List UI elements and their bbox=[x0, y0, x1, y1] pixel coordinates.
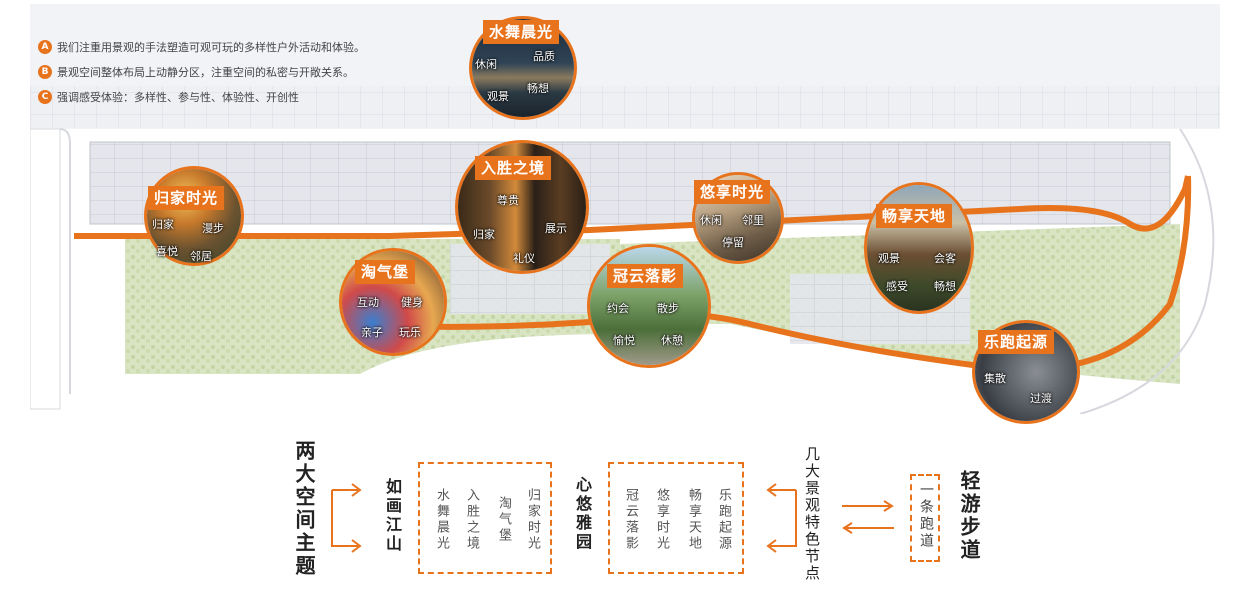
node-keyword: 观景 bbox=[487, 90, 509, 103]
theme-a-box bbox=[418, 462, 552, 574]
theme-a-item: 归家时光 bbox=[525, 488, 540, 552]
node-title: 水舞晨光 bbox=[483, 20, 560, 44]
letter-a-badge: A bbox=[38, 40, 52, 54]
track-box bbox=[910, 474, 940, 562]
node-title: 畅享天地 bbox=[876, 204, 953, 228]
node-keyword: 漫步 bbox=[202, 222, 224, 235]
theme-b-item: 畅享天地 bbox=[686, 488, 701, 552]
main-theme-label: 两大空间主题 bbox=[292, 440, 316, 578]
node-keyword: 休闲 bbox=[475, 58, 497, 71]
node-keyword: 品质 bbox=[533, 50, 555, 63]
node-keyword: 归家 bbox=[152, 218, 174, 231]
intro-text-a: 我们注重用景观的手法塑造可观可玩的多样性户外活动和体验。 bbox=[57, 41, 365, 54]
node-title: 冠云落影 bbox=[607, 264, 684, 288]
node-keyword: 展示 bbox=[545, 222, 567, 235]
node-keyword: 会客 bbox=[934, 252, 956, 265]
letter-c-badge: C bbox=[38, 90, 52, 104]
intro-text-c: 强调感受体验：多样性、参与性、体验性、开创性 bbox=[57, 91, 299, 104]
node-keyword: 互动 bbox=[357, 296, 379, 309]
node-keyword: 感受 bbox=[886, 280, 908, 293]
intro-text-b: 景观空间整体布局上动静分区，注重空间的私密与开敞关系。 bbox=[57, 66, 354, 79]
node-keyword: 畅想 bbox=[934, 280, 956, 293]
track-link-arrows bbox=[842, 500, 894, 534]
node-photo bbox=[144, 166, 244, 266]
intro-line-c: C 强调感受体验：多样性、参与性、体验性、开创性 bbox=[38, 89, 299, 105]
node-keyword: 畅想 bbox=[527, 82, 549, 95]
theme-a-item: 水舞晨光 bbox=[434, 488, 449, 552]
letter-b-badge: B bbox=[38, 65, 52, 79]
node-keyword: 邻里 bbox=[742, 214, 764, 227]
node-keyword: 愉悦 bbox=[613, 334, 635, 347]
node-title: 淘气堡 bbox=[355, 260, 416, 284]
intro-line-b: B 景观空间整体布局上动静分区，注重空间的私密与开敞关系。 bbox=[38, 64, 354, 80]
node-title: 入胜之境 bbox=[475, 156, 552, 180]
node-title: 悠享时光 bbox=[694, 180, 771, 204]
node-keyword: 健身 bbox=[401, 296, 423, 309]
theme-b-item: 悠享时光 bbox=[654, 488, 669, 552]
node-photo bbox=[864, 182, 974, 314]
theme-b-item: 冠云落影 bbox=[623, 488, 638, 552]
node-keyword: 礼仪 bbox=[513, 252, 535, 265]
node-keyword: 归家 bbox=[473, 228, 495, 241]
nodes-label: 几大景观特色节点 bbox=[803, 446, 821, 582]
node-keyword: 邻居 bbox=[190, 250, 212, 263]
node-title: 归家时光 bbox=[148, 186, 225, 210]
theme-a-item: 淘气堡 bbox=[496, 496, 511, 544]
theme-b-item: 乐跑起源 bbox=[716, 488, 731, 552]
node-keyword: 散步 bbox=[657, 302, 679, 315]
node-keyword: 过渡 bbox=[1030, 392, 1052, 405]
track-item: 一条跑道 bbox=[918, 482, 934, 550]
node-keyword: 观景 bbox=[878, 252, 900, 265]
node-keyword: 喜悦 bbox=[156, 245, 178, 258]
node-keyword: 休憩 bbox=[661, 334, 683, 347]
node-title: 乐跑起源 bbox=[978, 330, 1055, 354]
node-keyword: 约会 bbox=[607, 302, 629, 315]
theme-b-label: 心悠雅园 bbox=[573, 476, 592, 552]
track-label: 轻游步道 bbox=[957, 470, 981, 562]
node-keyword: 休闲 bbox=[700, 214, 722, 227]
node-keyword: 集散 bbox=[984, 372, 1006, 385]
node-keyword: 亲子 bbox=[361, 326, 383, 339]
theme-split-arrows bbox=[331, 483, 362, 553]
theme-a-item: 入胜之境 bbox=[464, 488, 479, 552]
intro-line-a: A 我们注重用景观的手法塑造可观可玩的多样性户外活动和体验。 bbox=[38, 39, 365, 55]
node-keyword: 停留 bbox=[722, 236, 744, 249]
node-keyword: 尊贵 bbox=[497, 194, 519, 207]
theme-b-box bbox=[608, 462, 744, 574]
theme-a-label: 如画江山 bbox=[383, 478, 402, 554]
node-photo bbox=[587, 244, 711, 368]
nodes-join-arrows bbox=[766, 483, 797, 553]
node-keyword: 玩乐 bbox=[399, 326, 421, 339]
